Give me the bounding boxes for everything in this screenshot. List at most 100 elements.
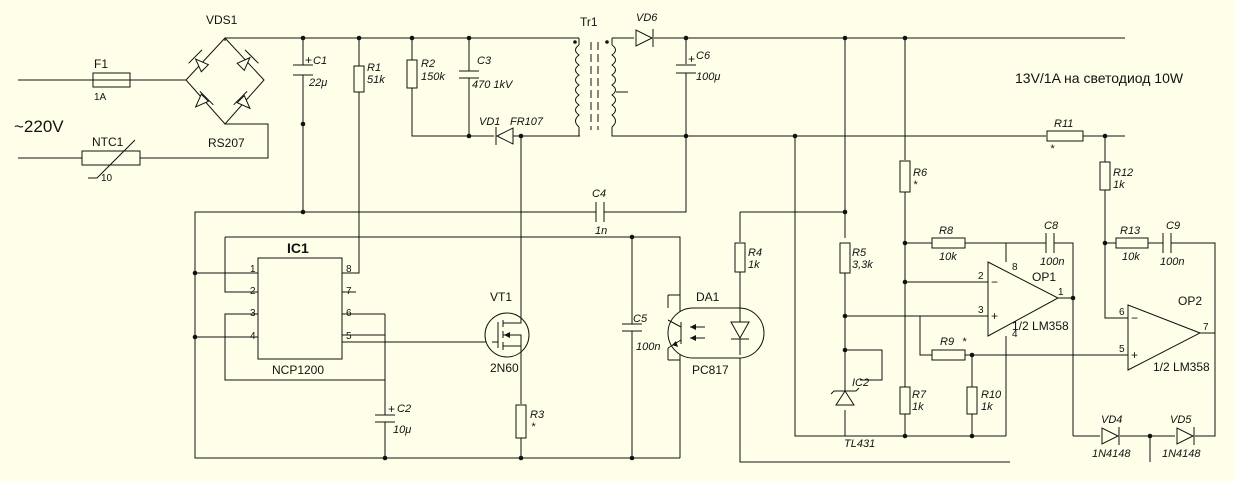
- capacitor-c3: C3 470 1kV: [459, 55, 514, 91]
- ic1-pin-4: 4: [250, 331, 256, 342]
- c1-ref: C1: [313, 55, 327, 67]
- c2-value: 10μ: [393, 424, 411, 436]
- op2-ref: OP2: [1178, 294, 1202, 308]
- diode-vd5: VD5 1N4148: [1162, 414, 1201, 460]
- r10-ref: R10: [981, 389, 1002, 401]
- capacitor-c6: + C6 100μ: [676, 50, 720, 85]
- resistor-r12: R12 1k: [1099, 161, 1133, 191]
- junctions: [192, 35, 1153, 461]
- op2-pin-5: 5: [1119, 344, 1125, 355]
- vds1-ref: VDS1: [206, 13, 238, 27]
- r12-ref: R12: [1113, 167, 1133, 179]
- resistor-r1: R1 51k: [353, 62, 385, 93]
- ic2-part: TL431: [844, 438, 875, 450]
- vd6-ref: VD6: [636, 12, 658, 24]
- r7-ref: R7: [912, 389, 927, 401]
- opamp-op2: − + OP2 1/2 LM358 6 5 7: [1118, 294, 1210, 374]
- tr1-ref: Tr1: [580, 15, 598, 29]
- capacitor-c9: C9 100n: [1160, 220, 1184, 268]
- resistor-r2: R2 150k: [406, 58, 445, 89]
- r3-ref: R3: [530, 409, 545, 421]
- ntc1-ref: NTC1: [92, 135, 124, 149]
- vds1-part: RS207: [208, 136, 245, 150]
- vd4-part: 1N4148: [1092, 448, 1131, 460]
- c8-value: 100n: [1040, 256, 1064, 268]
- ic1-pin-8: 8: [346, 264, 352, 275]
- r4-value: 1k: [748, 259, 760, 271]
- r9-value: *: [962, 336, 967, 348]
- f1-value: 1A: [94, 92, 107, 103]
- capacitor-c8: C8 100n: [1040, 220, 1064, 268]
- vt1-part: 2N60: [490, 361, 519, 375]
- r6-ref: R6: [913, 167, 928, 179]
- diode-vd4: VD4 1N4148: [1092, 414, 1131, 460]
- c5-value: 100n: [636, 341, 660, 353]
- ic1-pin-6: 6: [346, 308, 352, 319]
- c8-ref: C8: [1044, 220, 1059, 232]
- fuse-f1: F1 1A: [92, 57, 131, 103]
- resistor-r9: R9 *: [931, 336, 967, 361]
- c1-plus: +: [305, 53, 312, 67]
- vd5-ref: VD5: [1170, 414, 1192, 426]
- ic2-ref: IC2: [852, 377, 869, 389]
- r7-value: 1k: [912, 401, 924, 413]
- c5-ref: C5: [633, 313, 648, 325]
- input-voltage-label: ~220V: [14, 117, 64, 136]
- r8-value: 10k: [939, 251, 957, 263]
- ic1-part: NCP1200: [272, 363, 324, 377]
- f1-ref: F1: [94, 57, 108, 71]
- optocoupler-da1: DA1 PC817: [667, 290, 765, 377]
- bridge-rectifier-vds1: VDS1 RS207: [185, 13, 265, 150]
- r5-value: 3,3k: [852, 259, 873, 271]
- c2-ref: C2: [397, 403, 411, 415]
- mosfet-vt1: VT1 2N60: [484, 290, 530, 375]
- ic1-pin-3: 3: [250, 308, 256, 319]
- c9-value: 100n: [1160, 256, 1184, 268]
- r4-ref: R4: [748, 247, 762, 259]
- c4-value: 1n: [595, 225, 607, 237]
- c6-ref: C6: [696, 50, 711, 62]
- op2-pin-7: 7: [1203, 322, 1209, 333]
- r1-value: 51k: [367, 74, 385, 86]
- r5-ref: R5: [852, 247, 867, 259]
- resistor-r5: R5 3,3k: [839, 242, 873, 274]
- capacitor-c2: + C2 10μ: [375, 402, 411, 436]
- c6-plus: +: [688, 52, 695, 66]
- ic1-pin-5: 5: [346, 331, 352, 342]
- resistor-r6: R6 *: [899, 160, 928, 193]
- r9-ref: R9: [940, 336, 954, 348]
- r8-ref: R8: [939, 225, 954, 237]
- op2-pin-6: 6: [1119, 307, 1125, 318]
- r3-value: *: [531, 421, 536, 433]
- op2-minus: −: [1131, 311, 1138, 325]
- op1-pin-2: 2: [978, 271, 984, 282]
- r13-ref: R13: [1120, 225, 1141, 237]
- r13-value: 10k: [1122, 251, 1140, 263]
- vt1-ref: VT1: [490, 290, 512, 304]
- resistor-r4: R4 1k: [734, 242, 762, 273]
- resistor-r10: R10 1k: [966, 386, 1002, 415]
- capacitor-c5: C5 100n: [622, 313, 660, 353]
- resistor-r7: R7 1k: [899, 386, 927, 415]
- resistor-r3: R3 *: [515, 404, 545, 439]
- ic1-pin-2: 2: [250, 286, 256, 297]
- op1-ref: OP1: [1032, 270, 1056, 284]
- c1-value: 22μ: [308, 77, 327, 89]
- c9-ref: C9: [1166, 220, 1180, 232]
- r2-value: 150k: [421, 71, 445, 83]
- c4-ref: C4: [592, 188, 606, 200]
- c6-value: 100μ: [696, 71, 720, 83]
- r10-value: 1k: [981, 401, 993, 413]
- thermistor-ntc1: NTC1 10: [81, 135, 141, 184]
- da1-ref: DA1: [696, 290, 720, 304]
- c3-value: 470 1kV: [472, 79, 514, 91]
- r6-value: *: [913, 179, 918, 191]
- op1-pin-4: 4: [1012, 329, 1018, 340]
- op1-minus: −: [991, 275, 998, 289]
- diode-vd6: VD6: [635, 12, 658, 47]
- capacitor-c1: + C1 22μ: [293, 53, 327, 89]
- op1-part: 1/2 LM358: [1012, 319, 1069, 333]
- ic1-ncp1200: IC1 NCP1200 1 2 3 4 8 7 6 5: [250, 240, 356, 377]
- vd5-part: 1N4148: [1162, 448, 1201, 460]
